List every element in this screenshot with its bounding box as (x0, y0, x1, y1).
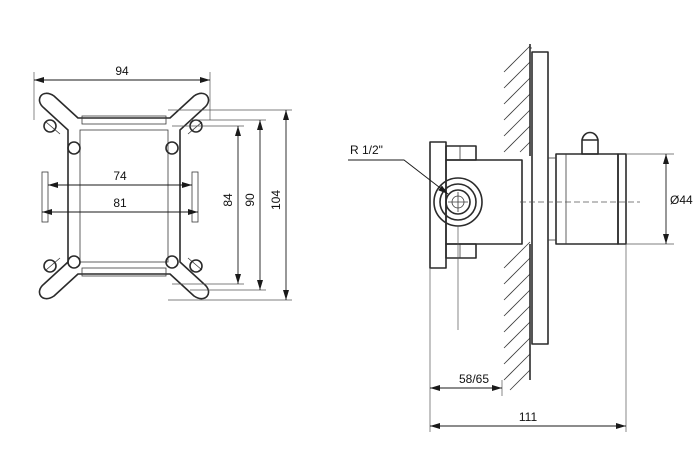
top-rail (81, 115, 167, 125)
slot-bottom-left (45, 257, 61, 271)
dim-label-total-depth: 111 (519, 410, 538, 424)
spindle-stem (581, 139, 599, 155)
right-side-tab (191, 171, 199, 223)
wall-hatch-lower (503, 241, 531, 391)
valve-top-lug (445, 145, 477, 161)
valve-bottom-lug (445, 243, 477, 259)
wall-hatch-upper (503, 45, 532, 153)
dim-label-depth: 58/65 (459, 372, 489, 386)
plate-inner-edge (79, 129, 169, 263)
spindle-housing (555, 153, 619, 245)
thread-port-inner (445, 189, 471, 215)
inner-hole-top-left (67, 141, 81, 155)
cover-plate (531, 51, 549, 345)
front-view: 94 74 81 84 90 104 (33, 64, 292, 301)
dim-label-90: 90 (243, 193, 257, 207)
left-side-tab (41, 171, 49, 223)
slot-top-right (187, 121, 203, 135)
mounting-plate-outline (38, 92, 210, 300)
bottom-rail (81, 267, 167, 277)
dim-label-104: 104 (269, 190, 283, 210)
inner-hole-bottom-right (165, 255, 179, 269)
slot-top-left (45, 121, 61, 135)
dim-label-84: 84 (221, 193, 235, 207)
inner-hole-bottom-left (67, 255, 81, 269)
dim-label-81: 81 (113, 196, 127, 210)
inner-hole-top-right (165, 141, 179, 155)
valve-flange (429, 141, 447, 269)
hole-top-left (43, 119, 57, 133)
thread-label: R 1/2" (350, 143, 383, 157)
thread-leader (348, 159, 449, 195)
thread-port-mid (439, 183, 477, 221)
dim-label-diameter: Ø44 (670, 193, 693, 207)
side-view: R 1/2" Ø44 58/65 111 (348, 44, 693, 432)
hole-bottom-right (189, 259, 203, 273)
slot-bottom-right (187, 257, 203, 271)
dim-label-94: 94 (115, 64, 129, 78)
hole-bottom-left (43, 259, 57, 273)
spindle-cap (617, 153, 627, 245)
dim-label-74: 74 (113, 169, 127, 183)
